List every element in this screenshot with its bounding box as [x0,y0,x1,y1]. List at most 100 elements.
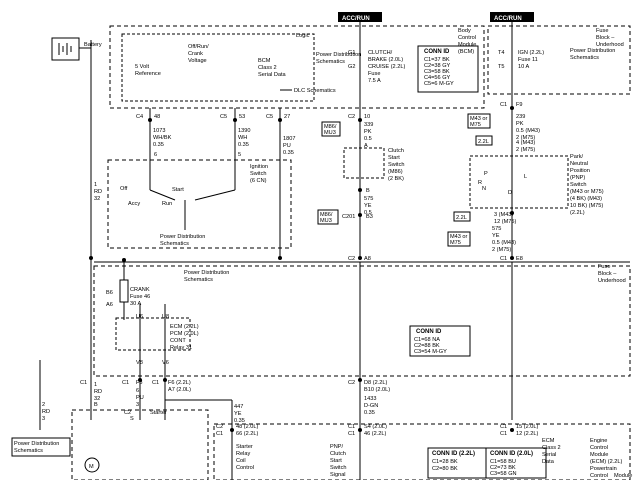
relay-pin-c2: C2 [216,424,223,430]
mid-crank-1: CRANK [130,287,150,293]
clutch-switch-2: Start [388,155,400,161]
bottom-engine-4: (ECM) (2.2L) [590,459,622,465]
wire-575b-num: 575 [492,226,501,232]
bcm-conn-id-box [417,45,479,93]
clutch-switch-3: Switch [388,162,404,168]
wire-1073-num: 1073 [153,128,165,134]
pnp-clutch-4: Switch [330,465,346,471]
relay-lbl-4: Control [236,465,254,471]
mid-conn-row-1: C1=68 NA [414,337,440,343]
bcm-conn-row-2: C2=38 GY [424,63,451,69]
starter-c1: C1 [80,380,87,386]
starter-a7: A7 (2.0L) [168,387,191,393]
wire-1073-size: 0.35 [153,142,164,148]
fuse-top-ign-1: IGN (2.2L) [518,50,544,56]
wire-1807-size: 0.35 [283,150,294,156]
battery-icon [58,43,72,55]
clutch-pin-c201: C201 [342,214,355,220]
wire-575b-size2: 2 (M75) [492,247,511,253]
tag-m43m75a-box [467,113,491,129]
tag-m86mu3-1: M86/ [324,124,337,130]
mid-c2: C2 [348,256,355,262]
pnp-label-3: Position [570,168,590,174]
mid-v6: V6 [162,360,169,366]
ignition-accy: Accy [128,201,140,207]
wire-575b-color: YE [492,233,500,239]
starter-c2: C2 [124,410,131,416]
pnp-clutch-5: Signal [330,472,346,478]
bottom-ecm-4: Data [542,459,555,465]
mid-block-1: Fuse [598,264,610,270]
bcm-logic-label: Logic [296,33,310,39]
bcm-offrun-2: Crank [188,51,203,57]
wire-pin-6: 6 [154,152,157,158]
wire-c4: C4 [136,114,143,120]
pnp-pin3: 3 (M43) [494,212,513,218]
pnp-label-2: Neutral [570,161,588,167]
wire-2rd-num: 2 [42,402,45,408]
fuse-top-pds-2: Schematics [570,55,599,61]
tag-22b: 2.2L [456,215,467,221]
wire-27: 27 [284,114,290,120]
s4-46: 46 (2.2L) [364,431,387,437]
ignition-label-2: Switch [250,171,266,177]
starter-f8-pu: PU [136,395,144,401]
pnp-label-6: (M43 or M75) [570,189,604,195]
wire-339-pin: A [364,143,368,149]
acc-run-label-2: ACC/RUN [494,16,522,22]
ignition-pds-1: Power Distribution [160,234,205,240]
wire-239-size: 0.5 (M43) [516,128,540,134]
wire-1390-color: WH [238,135,247,141]
relay-lbl-3: Coil [236,458,246,464]
bcm-module-2: Control [458,35,476,41]
dlc-schematics: DLC Schematics [294,88,336,94]
pnp-letter-n: N [482,186,486,192]
wire-1rd-size: 32 [94,196,100,202]
mid-pds-2: Schematics [184,277,213,283]
conn22-title: CONN ID (2.2L) [432,451,475,457]
tag-m43m75a-1: M43 or [470,116,488,122]
acc-run-label-1: ACC/RUN [342,16,370,22]
pnp-pin4b: 2 (M75) [516,147,535,153]
starter-label: Starter [150,410,167,416]
clutch-pin-b3: B3 [366,214,373,220]
mid-conn-row-3: C3=54 M-GY [414,349,447,355]
starter-f8: F8 [136,380,143,386]
tag-m86mu3b-box [317,209,339,225]
mid-crank-2: Fuse 46 [130,294,150,300]
pnp-pin3b: 12 (M75) [494,219,517,225]
tag-22b-box [453,211,471,222]
mid-block-2: Block – [598,271,617,277]
bcm-ref5v-1: 5 Volt [135,64,149,70]
wire-1rd-num: 1 [94,182,97,188]
ignition-start: Start [172,187,184,193]
bcm-logic-box [121,33,315,102]
pnp-letter-l: L [524,174,527,180]
fuse-top-block-2: Block – [596,35,615,41]
fuse-top-c1: C1 [500,102,507,108]
bcm-g2: G2 [348,64,355,70]
conn-id-20-box [485,447,547,479]
bcm-clutch-5: 7.5 A [368,78,381,84]
wire-239-color: PK [516,121,524,127]
mid-pds-1: Power Distribution [184,270,229,276]
starter-b10: B10 (2.0L) [364,387,390,393]
bottom-pds-1: Power Distribution [14,441,59,447]
clutch-switch-box [343,147,385,179]
wire-1rd2-num: 1 [94,382,97,388]
fuse-top-pds-1: Power Distribution [570,48,615,54]
relay-lbl-1: Starter [236,444,253,450]
wire-1433-num: 1433 [364,396,376,402]
bottom-ecm-3: Serial [542,452,556,458]
starter-d8: D8 (2.2L) [364,380,387,386]
conn20-row-3: C3=58 GN [490,471,517,477]
pnp-letter-p: P [484,171,488,177]
starter-motor-m: M [89,464,94,470]
conn20-row-2: C2=73 BK [490,465,516,471]
bottom-pds-2: Schematics [14,448,43,454]
pnp-switch-box [469,155,569,209]
pnp-label-1: Park/ [570,154,584,160]
wire-2rd-size: 3 [42,416,45,422]
